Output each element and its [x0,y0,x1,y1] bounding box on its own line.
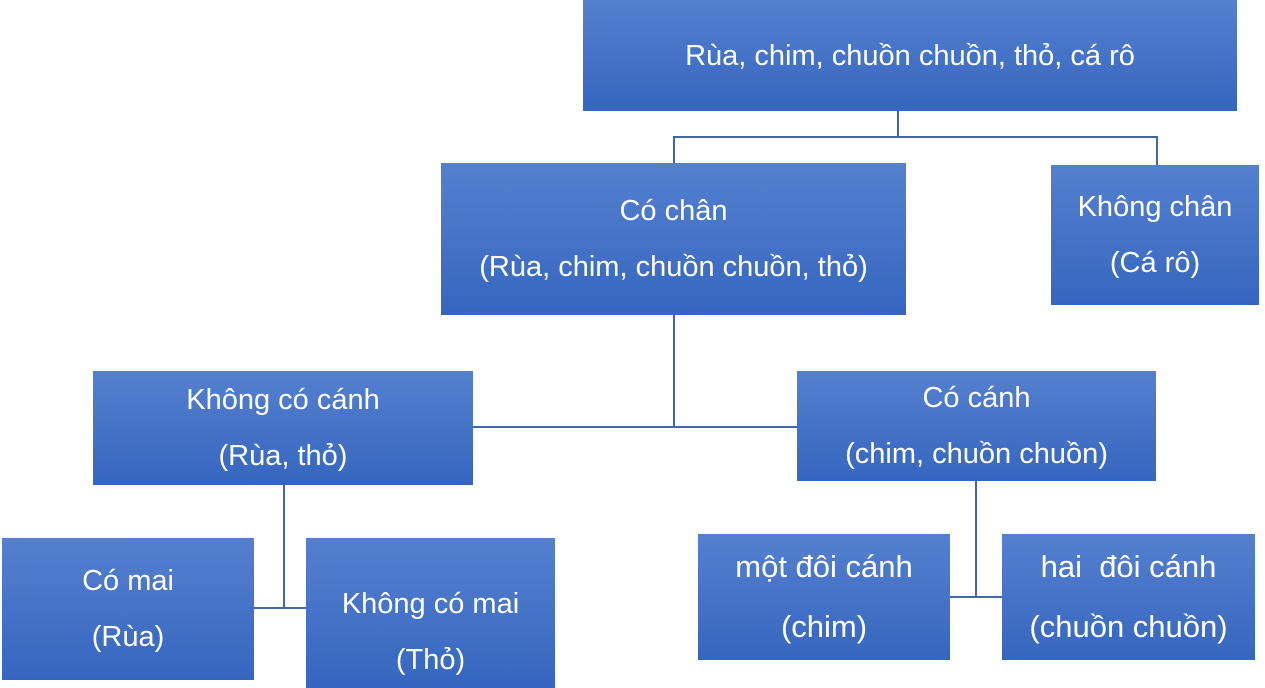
node-sublabel: (Rùa, chim, chuồn chuồn, thỏ) [479,251,868,283]
node-sublabel: (Cá rô) [1109,247,1201,279]
node-label: Có cánh [922,382,1031,414]
connector [673,136,1158,138]
node-no-shell: Không có mai (Thỏ) [306,538,555,688]
node-shell: Có mai (Rùa) [2,538,254,680]
connector [1156,136,1158,165]
connector [473,426,797,428]
connector [975,481,977,598]
connector [673,315,675,427]
node-two-pairs-wings: hai đôi cánh (chuồn chuồn) [1002,534,1255,660]
node-sublabel: (chim, chuồn chuồn) [845,438,1108,470]
node-label: Không chân [1077,191,1233,223]
connector [897,111,899,138]
node-sublabel: (Thỏ) [395,644,466,676]
connector [673,136,675,163]
connector [254,607,306,609]
node-sublabel: (chuồn chuồn) [1029,609,1228,644]
connector [283,485,285,609]
node-label: Có mai [82,565,174,597]
node-sublabel: (chim) [780,609,868,644]
node-no-wings: Không có cánh (Rùa, thỏ) [93,371,473,485]
node-label: Không có cánh [186,384,380,416]
node-one-pair-wings: một đôi cánh (chim) [698,534,950,660]
node-legs: Có chân (Rùa, chim, chuồn chuồn, thỏ) [441,163,906,315]
node-label: Rùa, chim, chuồn chuồn, thỏ, cá rô [685,39,1135,72]
connector [950,596,1002,598]
node-no-legs: Không chân (Cá rô) [1051,165,1259,305]
node-label: một đôi cánh [735,549,913,584]
node-root: Rùa, chim, chuồn chuồn, thỏ, cá rô [583,0,1237,111]
node-sublabel: (Rùa) [91,621,165,653]
node-label: Có chân [619,195,728,227]
node-label: hai đôi cánh [1040,549,1217,584]
node-sublabel: (Rùa, thỏ) [218,440,348,472]
node-wings: Có cánh (chim, chuồn chuồn) [797,371,1156,481]
node-label: Không có mai [341,588,520,620]
